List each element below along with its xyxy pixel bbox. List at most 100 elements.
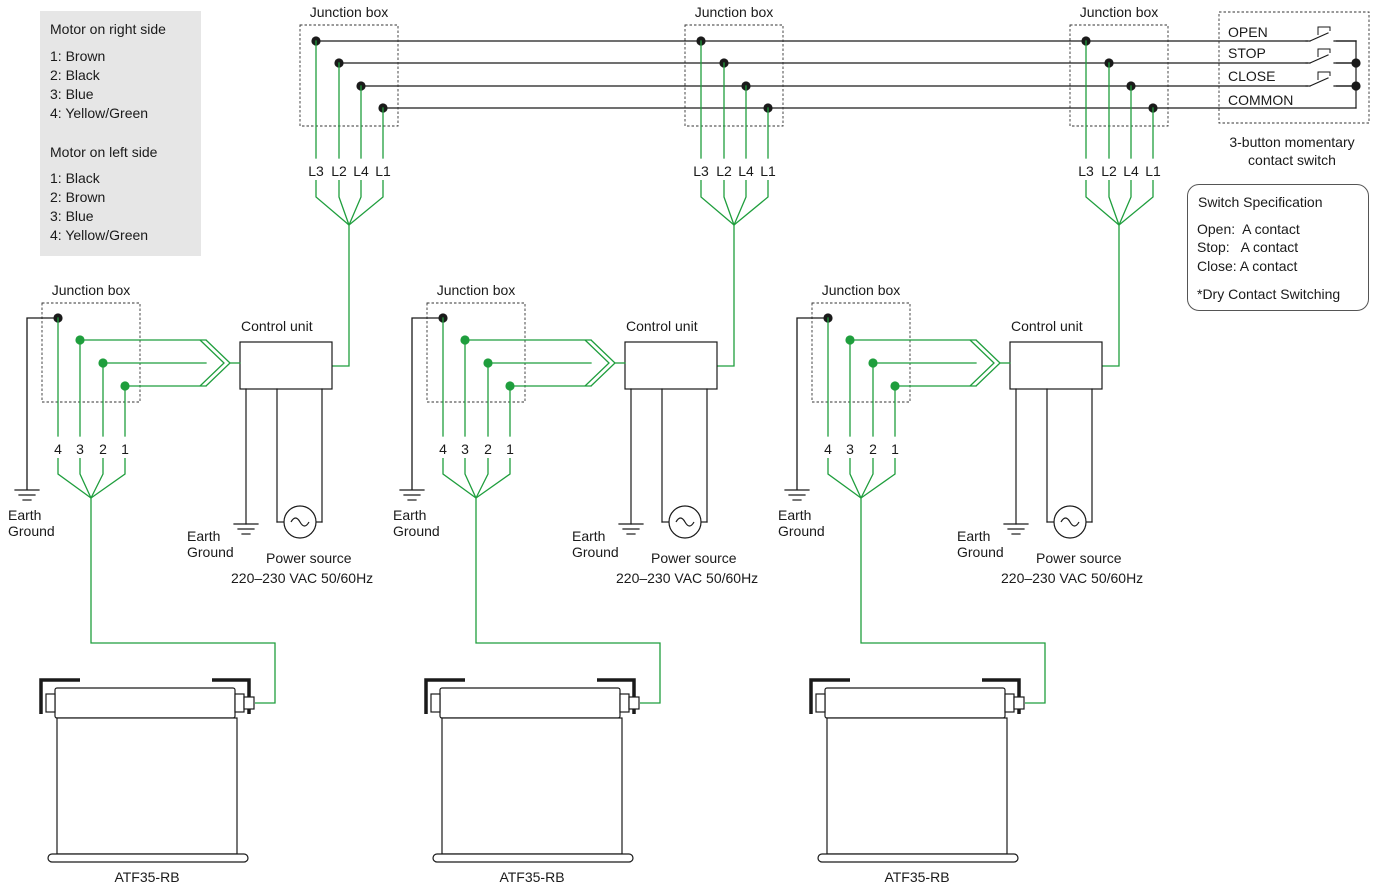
- control-unit-label: Control unit: [626, 318, 698, 334]
- control-cable-fan: [348, 180, 384, 226]
- terminal-label: L3: [693, 163, 709, 179]
- signal-chevron: [590, 339, 616, 387]
- switch-junction-dot: [1351, 58, 1361, 68]
- motor-junction-box: [41, 302, 141, 403]
- power-spec-label: 220–230 VAC 50/60Hz: [231, 570, 374, 586]
- switch-stop-contact: [1309, 54, 1329, 64]
- top-junction-box: [1069, 24, 1169, 127]
- ground-label: Ground: [778, 523, 825, 539]
- terminal-label: 4: [439, 441, 447, 457]
- blind-roller: [439, 687, 621, 719]
- ac-wave-symbol: [1060, 517, 1080, 527]
- switch-caption: 3-button momentary: [1229, 134, 1355, 150]
- top-junction-box: [299, 24, 399, 127]
- legend-right-item: 4: Yellow/Green: [50, 105, 149, 121]
- legend-left-item: 3: Blue: [50, 208, 94, 224]
- blind-bracket-left: [424, 678, 465, 714]
- earth-wire: [796, 317, 828, 490]
- blind-bottom-bar: [817, 853, 1019, 863]
- motor-cable-fan: [860, 458, 896, 499]
- terminal-label: L3: [1078, 163, 1094, 179]
- terminal-label: 4: [824, 441, 832, 457]
- earth-label: Earth: [572, 528, 606, 544]
- motor-cable-fan: [464, 458, 477, 499]
- ac-wave-symbol: [675, 517, 695, 527]
- blind-end-cap: [234, 693, 245, 713]
- motor-cable-fan: [475, 458, 489, 499]
- control-unit-label: Control unit: [1011, 318, 1083, 334]
- legend-left-item: 4: Yellow/Green: [50, 227, 149, 243]
- blind-roller: [824, 687, 1006, 719]
- switch-open-contact: [1317, 26, 1331, 35]
- terminal-label: 3: [76, 441, 84, 457]
- terminal-label: L1: [1145, 163, 1161, 179]
- terminal-label: 2: [869, 441, 877, 457]
- spec-row-stop: Stop: A contact: [1197, 239, 1299, 255]
- control-cable-fan: [1118, 180, 1132, 226]
- control-cable: [332, 225, 350, 367]
- power-source-label: Power source: [266, 550, 352, 566]
- motor-cable-fan: [90, 458, 126, 499]
- motor-cable-fan: [849, 458, 862, 499]
- switch-stop-contact: [1308, 60, 1336, 66]
- top-junction-box-label: Junction box: [309, 4, 389, 20]
- blind-motor-head: [1013, 696, 1025, 710]
- terminal-label: 3: [461, 441, 469, 457]
- terminal-label: L2: [716, 163, 732, 179]
- signal-chevron: [969, 339, 995, 387]
- legend-left-item: 1: Black: [50, 170, 100, 186]
- switch-open-label: OPEN: [1228, 24, 1268, 40]
- spec-row-open: Open: A contact: [1197, 221, 1300, 237]
- motor-junction-box: [811, 302, 911, 403]
- legend-left-item: 2: Brown: [50, 189, 106, 205]
- signal-chevron: [205, 339, 231, 387]
- blind-bracket-left: [39, 678, 80, 714]
- blind-end-cap: [815, 693, 826, 713]
- terminal-label: L2: [1101, 163, 1117, 179]
- switch-stop-contact: [1317, 48, 1331, 57]
- earth-label: Earth: [8, 507, 42, 523]
- earth-wire: [411, 317, 443, 490]
- spec-title: Switch Specification: [1198, 194, 1323, 210]
- ground-label: Ground: [572, 544, 619, 560]
- power-source-label: Power source: [1036, 550, 1122, 566]
- blind-end-cap: [45, 693, 56, 713]
- control-cable-fan: [1108, 180, 1120, 226]
- control-unit: [624, 341, 718, 390]
- motor-junction-box-label: Junction box: [821, 282, 901, 298]
- motor-cable-fan: [860, 458, 874, 499]
- switch-common-label: COMMON: [1228, 92, 1294, 108]
- motor-junction-box-label: Junction box: [51, 282, 131, 298]
- earth-wire: [26, 317, 58, 490]
- terminal-label: 1: [506, 441, 514, 457]
- control-cable-fan: [733, 180, 747, 226]
- terminal-label: 4: [54, 441, 62, 457]
- motor-cable-fan: [827, 458, 862, 499]
- switch-close-label: CLOSE: [1228, 68, 1276, 84]
- blind-end-cap: [619, 693, 630, 713]
- switch-stop-label: STOP: [1228, 45, 1266, 61]
- power-spec-label: 220–230 VAC 50/60Hz: [1001, 570, 1144, 586]
- ground-label: Ground: [187, 544, 234, 560]
- switch-caption: contact switch: [1248, 152, 1336, 168]
- motor-cable: [860, 498, 1046, 704]
- motor-junction-box-label: Junction box: [436, 282, 516, 298]
- terminal-label: 1: [121, 441, 129, 457]
- terminal-label: 3: [846, 441, 854, 457]
- terminal-label: L4: [1123, 163, 1139, 179]
- motor-cable-fan: [475, 458, 511, 499]
- blind-end-cap: [430, 693, 441, 713]
- blind-fabric: [826, 717, 1008, 855]
- blind-fabric: [56, 717, 238, 855]
- control-cable-fan: [700, 180, 735, 226]
- ground-label: Ground: [393, 523, 440, 539]
- top-junction-box-label: Junction box: [1079, 4, 1159, 20]
- earth-label: Earth: [393, 507, 427, 523]
- control-cable-fan: [315, 180, 350, 226]
- blind-bottom-bar: [432, 853, 634, 863]
- spec-note: *Dry Contact Switching: [1197, 286, 1341, 302]
- legend-left-title: Motor on left side: [50, 144, 158, 160]
- terminal-label: L3: [308, 163, 324, 179]
- legend-right-item: 3: Blue: [50, 86, 94, 102]
